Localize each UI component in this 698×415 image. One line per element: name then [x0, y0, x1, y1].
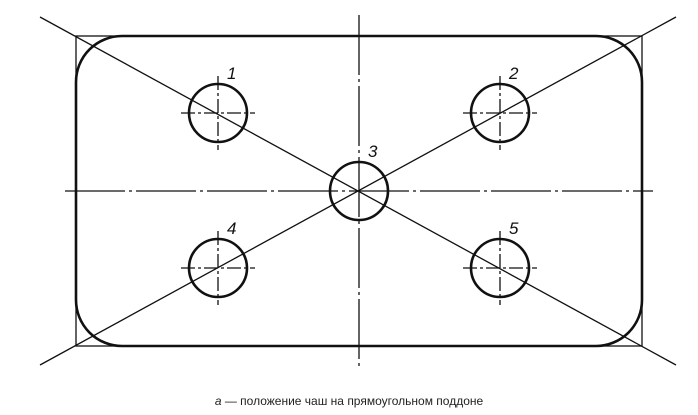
bowl-label: 4 [227, 219, 236, 238]
figure-caption: а — положение чаш на прямоугольном поддо… [0, 394, 698, 408]
bowl-label: 2 [508, 64, 519, 83]
bowl-circle [328, 160, 390, 222]
caption-letter: а [214, 394, 222, 408]
bowl-4: 4 [181, 219, 255, 305]
bowl-2: 2 [463, 64, 537, 150]
bowl-5: 5 [463, 219, 537, 305]
bowl-label: 5 [509, 219, 519, 238]
caption-text: — положение чаш на прямоугольном поддоне [221, 394, 484, 408]
bowl-1: 1 [181, 64, 255, 150]
bowl-3: 3 [328, 142, 390, 222]
bowl-label: 1 [227, 64, 236, 83]
bowl-label: 3 [368, 142, 378, 161]
